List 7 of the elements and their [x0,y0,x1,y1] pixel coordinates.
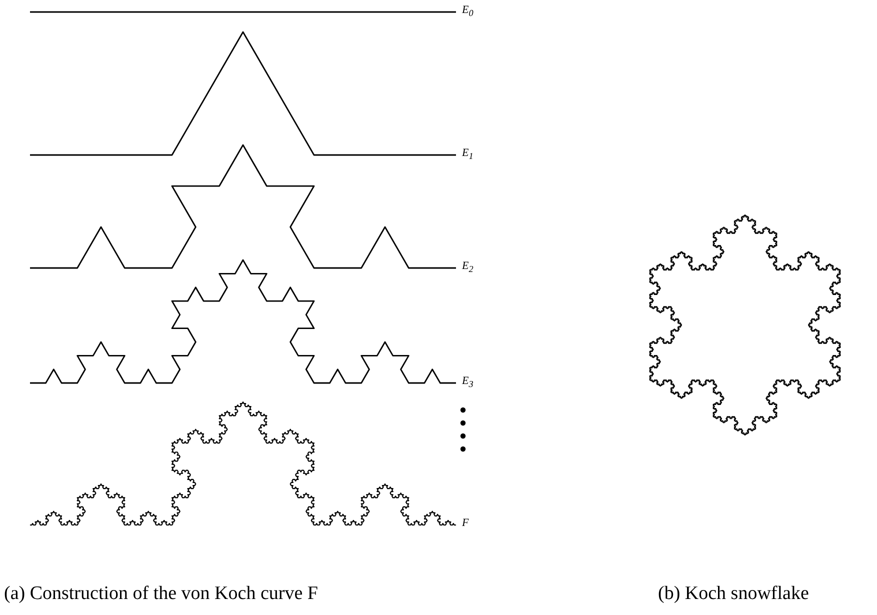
curve-label: E$_{0}$ [462,4,474,18]
figure-caption: (b) Koch snowflake [658,583,809,605]
curve-label: F [462,517,469,529]
curve-label: E$_{3}$ [462,375,474,390]
curve-label: E$_{1}$ [462,147,474,162]
figure-caption: (a) Construction of the von Koch curve F [4,583,318,605]
curve-label: E$_{2}$ [462,260,474,274]
